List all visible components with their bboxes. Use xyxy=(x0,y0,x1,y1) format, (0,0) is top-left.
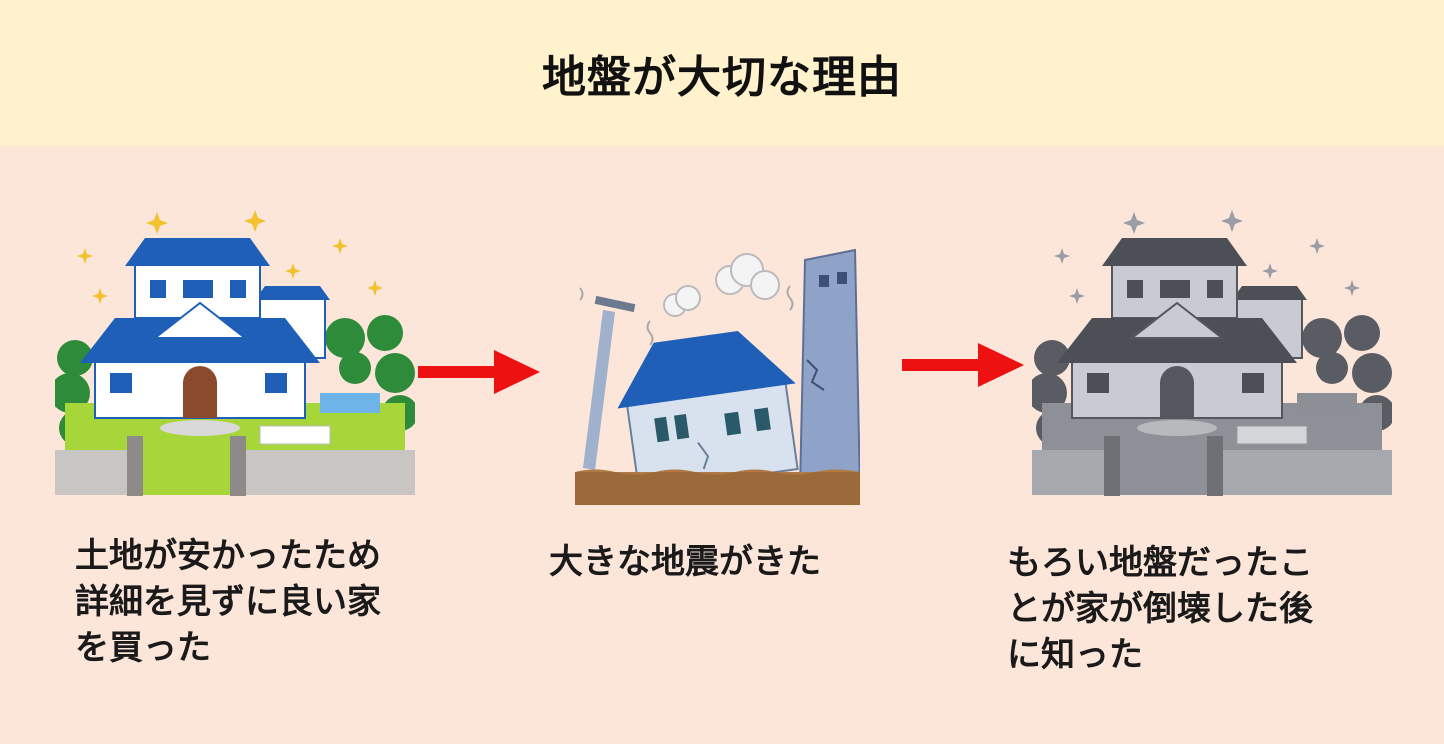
step-2-caption: 大きな地震がきた xyxy=(549,542,821,582)
new-house-illustration xyxy=(55,208,415,503)
arrow-right-icon xyxy=(418,350,540,394)
step-3-caption: もろい地盤だったこ とが家が倒壊した後 に知った xyxy=(1007,543,1313,675)
collapsed-house-illustration xyxy=(1032,208,1392,503)
page-title: 地盤が大切な理由 xyxy=(542,52,902,103)
earthquake-illustration xyxy=(575,240,860,505)
arrow-right-icon xyxy=(902,343,1024,387)
step-1-caption: 土地が安かったため 詳細を見ずに良い家 を買った xyxy=(75,536,381,668)
header-banner: 地盤が大切な理由 xyxy=(0,0,1444,146)
